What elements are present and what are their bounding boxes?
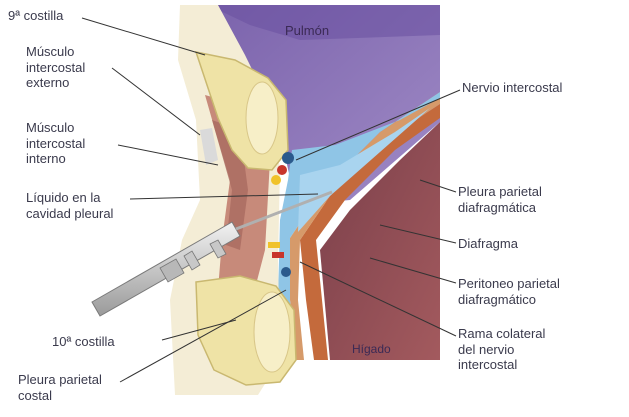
internal-intercostal-label: Músculo intercostal interno <box>26 120 85 167</box>
collateral-nerve <box>268 242 280 248</box>
collateral-branch-label: Rama colateral del nervio intercostal <box>458 326 545 373</box>
diaphragmatic-pleura-label: Pleura parietal diafragmática <box>458 184 542 215</box>
peritoneum-label: Peritoneo parietal diafragmático <box>458 276 560 307</box>
rib-9-label: 9ª costilla <box>8 8 63 24</box>
lung-label: Pulmón <box>285 23 329 38</box>
rib-9-marrow <box>246 82 278 154</box>
intercostal-artery-upper <box>277 165 287 175</box>
costal-parietal-pleura-label: Pleura parietal costal <box>18 372 102 403</box>
collateral-artery <box>272 252 284 258</box>
liver-label: Hígado <box>352 342 391 356</box>
collateral-vein <box>281 267 291 277</box>
intercostal-nerve-upper <box>271 175 281 185</box>
rib-10-label: 10ª costilla <box>52 334 115 350</box>
pleural-fluid-label: Líquido en la cavidad pleural <box>26 190 113 221</box>
intercostal-vein-upper <box>282 152 294 164</box>
diaphragm-label: Diafragma <box>458 236 518 252</box>
intercostal-nerve-label: Nervio intercostal <box>462 80 562 96</box>
external-intercostal-label: Músculo intercostal externo <box>26 44 85 91</box>
rib-10-marrow <box>254 292 290 372</box>
